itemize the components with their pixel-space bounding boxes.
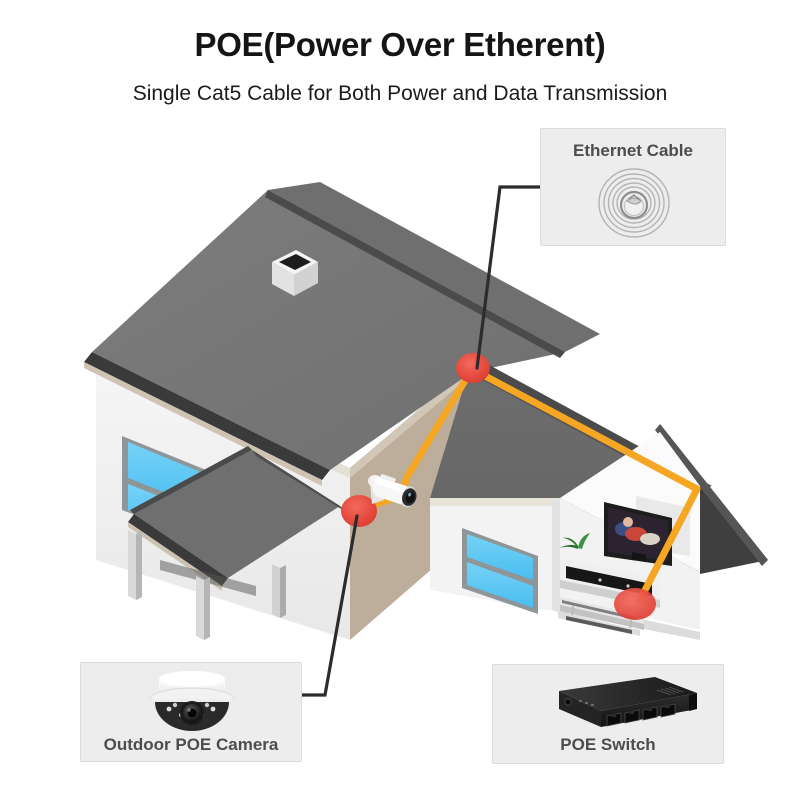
- chimney: [272, 250, 318, 296]
- television: [604, 496, 690, 566]
- bullet-camera: [368, 474, 417, 508]
- page-title: POE(Power Over Etherent): [194, 26, 606, 63]
- callout-outdoor-poe-camera[interactable]: Outdoor POE Camera: [80, 662, 302, 762]
- page-subtitle: Single Cat5 Cable for Both Power and Dat…: [132, 82, 668, 105]
- cable-connection-markers: [341, 353, 656, 620]
- callout-poe-switch[interactable]: POE Switch: [492, 664, 724, 764]
- coffee-table: [556, 596, 644, 633]
- callout-ethernet-cable[interactable]: Ethernet Cable: [540, 128, 726, 246]
- network-switch-icon: [493, 669, 723, 739]
- lower-furniture: [558, 612, 640, 636]
- carport: [128, 446, 346, 640]
- callout-label-poe-switch: POE Switch: [560, 735, 656, 754]
- dome-camera-icon: [81, 665, 301, 737]
- plant: [560, 533, 590, 560]
- main-roof: [84, 182, 600, 486]
- leader-lines: [300, 185, 542, 697]
- window-lower-right: [462, 528, 538, 614]
- coiled-ethernet-cable-icon: [541, 163, 725, 243]
- leader-line-ethernet-cable: [475, 185, 542, 370]
- leader-line-camera: [300, 514, 359, 697]
- carport-posts: [128, 530, 286, 640]
- callout-label-ethernet-cable: Ethernet Cable: [573, 141, 693, 160]
- interior-room: [556, 496, 690, 636]
- callout-label-outdoor-poe-camera: Outdoor POE Camera: [103, 735, 279, 754]
